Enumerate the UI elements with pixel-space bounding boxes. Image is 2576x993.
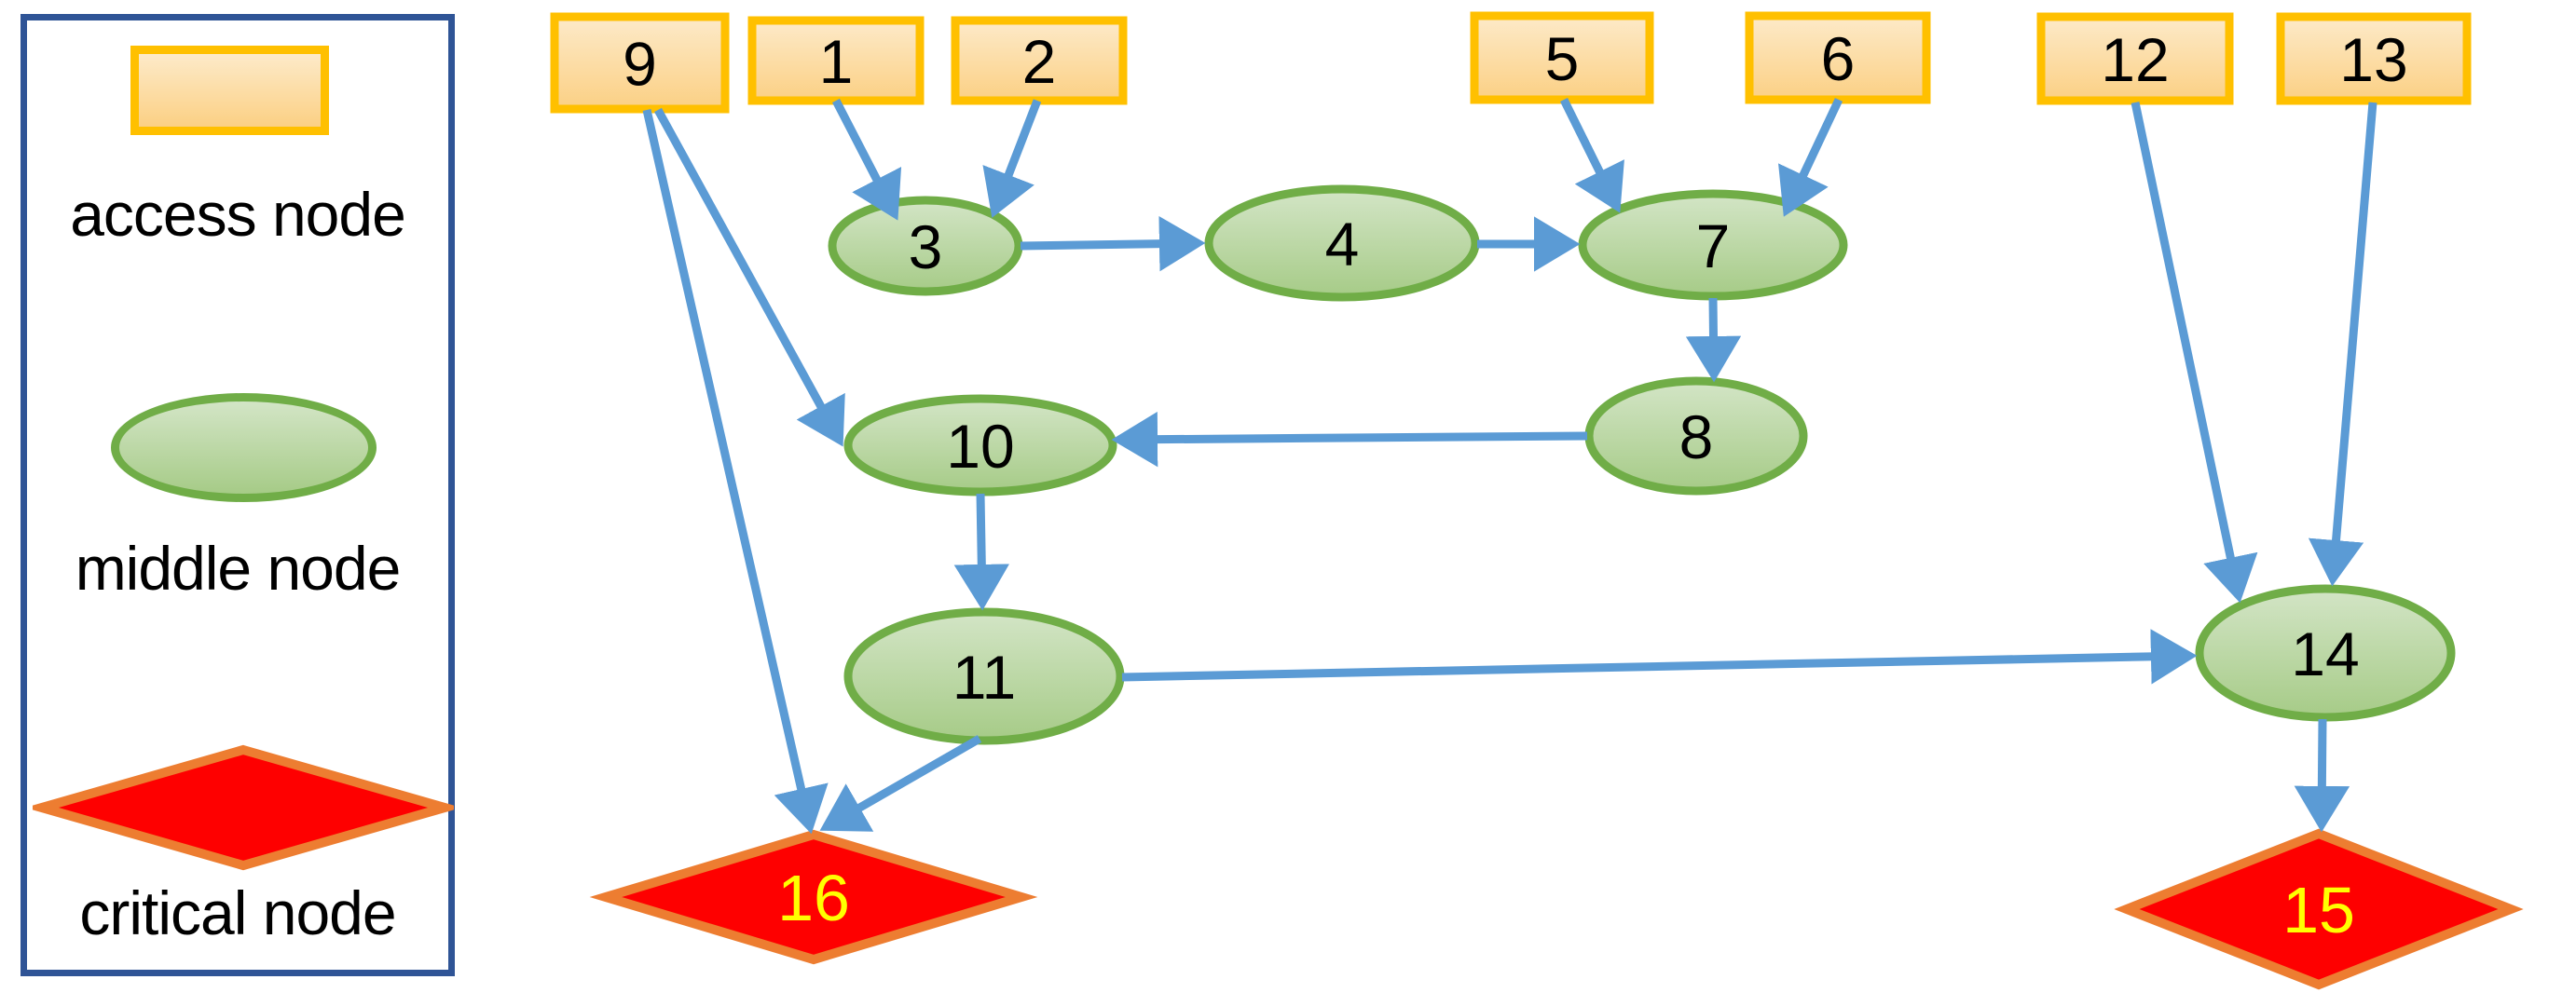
edge-12-to-14 [2131, 102, 2258, 604]
edge-11-to-14 [1121, 629, 2198, 685]
edge-10-to-11 [953, 493, 1009, 611]
edge-9-to-16 [642, 109, 829, 835]
edge-1-to-3 [832, 98, 902, 221]
middle-node-shape [2195, 584, 2456, 722]
access-node-shape [2276, 12, 2472, 105]
edge-9-to-10 [654, 107, 845, 447]
middle-node-shape [828, 196, 1023, 296]
node-label-3: 3 [909, 212, 943, 281]
edge-11-to-16 [819, 735, 982, 832]
node-label-1: 1 [819, 27, 854, 96]
node-label-10: 10 [946, 412, 1014, 481]
node-1: 1 [747, 16, 925, 105]
access-node-shape [550, 12, 730, 114]
node-7: 7 [1578, 189, 1848, 301]
node-2: 2 [951, 16, 1128, 105]
node-10: 10 [843, 394, 1117, 496]
node-12: 12 [2036, 12, 2234, 105]
node-6: 6 [1745, 11, 1931, 104]
access-node-shape [747, 16, 925, 105]
node-14: 14 [2195, 584, 2456, 722]
legend-label-critical: critical node [79, 878, 396, 947]
edge-2-to-3 [982, 99, 1042, 218]
legend-label-middle: middle node [75, 534, 402, 603]
node-label-16: 16 [777, 862, 850, 934]
node-label-13: 13 [2339, 25, 2407, 94]
node-label-8: 8 [1679, 402, 1714, 471]
node-label-9: 9 [623, 29, 657, 98]
node-13: 13 [2276, 12, 2472, 105]
access-node-shape [2036, 12, 2234, 105]
edge-6-to-7 [1778, 98, 1843, 217]
edge-3-to-4 [1020, 215, 1206, 272]
critical-node-shape [2114, 828, 2524, 990]
node-9: 9 [550, 12, 730, 114]
edge-13-to-14 [2308, 102, 2377, 587]
legend: access node middle node critical node [21, 14, 455, 976]
edges-layer [642, 98, 2377, 835]
edge-14-to-15 [2294, 718, 2350, 833]
edge-5-to-7 [1559, 98, 1624, 213]
node-label-2: 2 [1022, 27, 1057, 96]
middle-node-shape [1578, 189, 1848, 301]
node-16: 16 [589, 829, 1038, 965]
middle-node-swatch [111, 393, 377, 502]
access-node-shape [1470, 11, 1654, 104]
node-label-14: 14 [2291, 619, 2359, 688]
node-3: 3 [828, 196, 1023, 296]
node-5: 5 [1470, 11, 1654, 104]
critical-node-shape [589, 829, 1038, 965]
access-node-swatch [130, 46, 329, 135]
legend-label-access: access node [70, 180, 406, 249]
critical-node-swatch [33, 744, 454, 871]
node-8: 8 [1584, 376, 1808, 496]
node-label-5: 5 [1545, 24, 1580, 93]
node-label-11: 11 [952, 643, 1017, 712]
access-node-shape [951, 16, 1128, 105]
middle-node-shape [843, 607, 1125, 745]
edge-8-to-10 [1111, 411, 1588, 468]
node-label-4: 4 [1325, 210, 1360, 279]
middle-node-shape [1204, 184, 1480, 302]
node-label-6: 6 [1821, 24, 1856, 93]
node-4: 4 [1204, 184, 1480, 302]
node-label-7: 7 [1696, 211, 1731, 280]
node-label-15: 15 [2282, 874, 2355, 946]
node-11: 11 [843, 607, 1125, 745]
node-label-12: 12 [2101, 25, 2169, 94]
edge-7-to-8 [1685, 297, 1742, 383]
node-15: 15 [2114, 828, 2524, 990]
